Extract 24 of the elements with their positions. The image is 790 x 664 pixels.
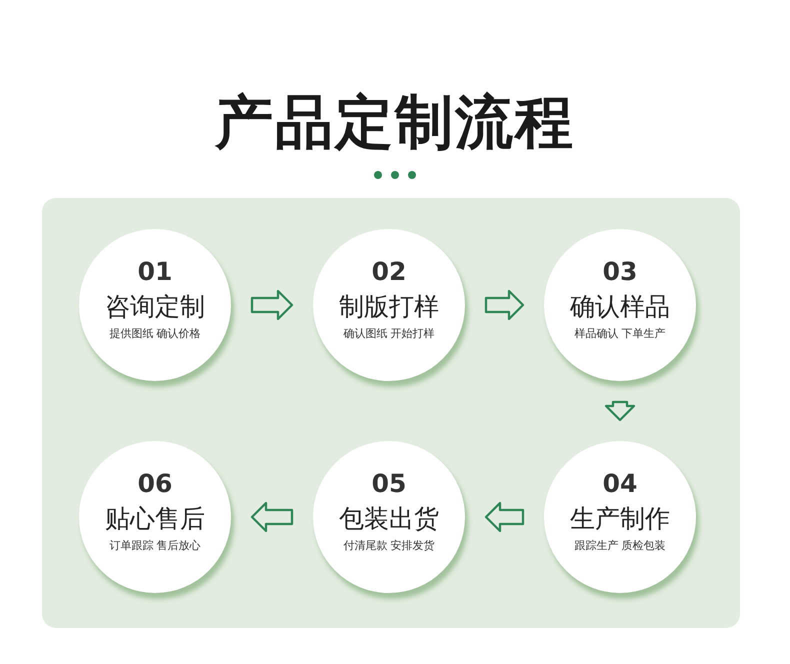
step-title: 制版打样 [339, 291, 439, 323]
arrow [250, 290, 294, 320]
arrow [604, 400, 636, 422]
step-number: 06 [138, 469, 172, 499]
step-description: 跟踪生产 质检包装 [574, 539, 666, 553]
step-description: 订单跟踪 售后放心 [109, 539, 201, 553]
step-number: 01 [138, 257, 172, 287]
step-title: 咨询定制 [105, 291, 205, 323]
step-title: 包装出货 [339, 503, 439, 535]
step-number: 05 [372, 469, 406, 499]
step-title: 确认样品 [570, 291, 670, 323]
step-description: 样品确认 下单生产 [574, 327, 666, 341]
step-number: 04 [602, 469, 638, 499]
arrow [484, 290, 524, 320]
step-description: 付清尾款 安排发货 [343, 539, 435, 553]
step-title: 贴心售后 [105, 503, 205, 535]
step-description: 确认图纸 开始打样 [343, 327, 435, 341]
title: 产品定制流程 [214, 88, 576, 156]
step-description: 提供图纸 确认价格 [109, 327, 201, 341]
arrow [484, 502, 524, 532]
step-number: 02 [372, 257, 406, 287]
arrow [250, 502, 294, 532]
step-number: 03 [602, 257, 638, 287]
step-title: 生产制作 [570, 503, 670, 535]
